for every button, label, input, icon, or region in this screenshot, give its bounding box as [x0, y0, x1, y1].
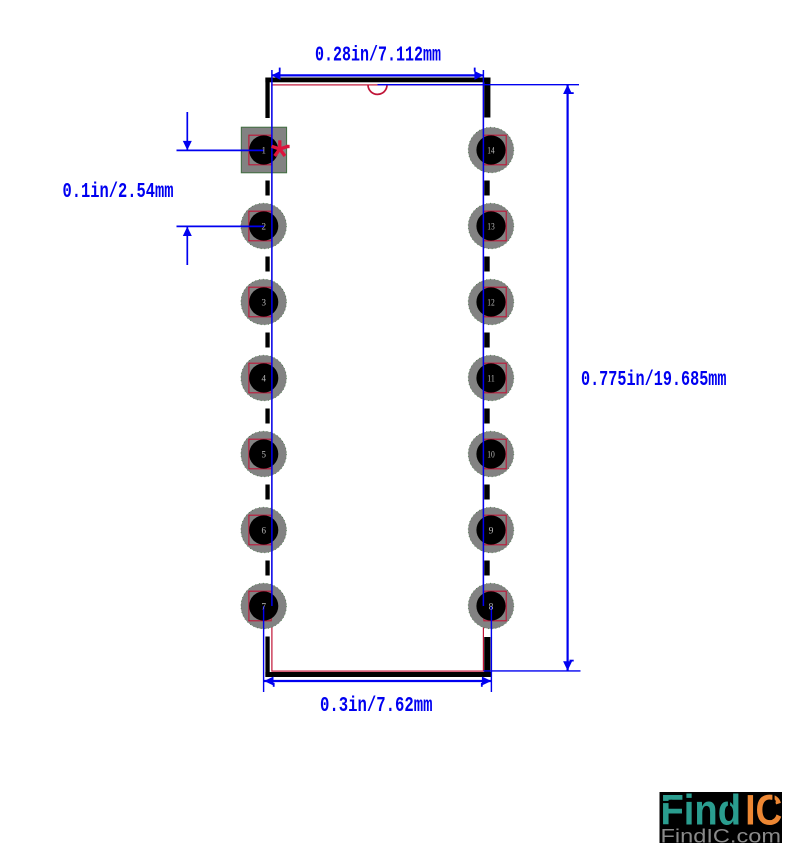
svg-text:10: 10	[487, 450, 495, 460]
svg-text:13: 13	[487, 222, 495, 232]
svg-text:12: 12	[487, 298, 495, 308]
svg-text:0.775in/19.685mm: 0.775in/19.685mm	[581, 368, 727, 392]
svg-text:7: 7	[261, 601, 266, 611]
svg-text:6: 6	[261, 525, 266, 535]
svg-text:4: 4	[261, 373, 266, 383]
svg-text:1: 1	[261, 145, 266, 155]
svg-text:2: 2	[261, 221, 266, 231]
svg-text:8: 8	[489, 602, 494, 612]
svg-text:0.1in/2.54mm: 0.1in/2.54mm	[63, 180, 174, 204]
svg-text:0.3in/7.62mm: 0.3in/7.62mm	[320, 694, 433, 718]
svg-text:0.28in/7.112mm: 0.28in/7.112mm	[315, 44, 441, 68]
svg-text:IC: IC	[745, 787, 782, 835]
svg-text:5: 5	[261, 449, 266, 459]
svg-text:3: 3	[261, 297, 266, 307]
svg-text:14: 14	[487, 146, 495, 156]
svg-text:11: 11	[487, 374, 495, 384]
svg-text:9: 9	[489, 526, 494, 536]
svg-text:FindIC.com: FindIC.com	[661, 827, 782, 848]
